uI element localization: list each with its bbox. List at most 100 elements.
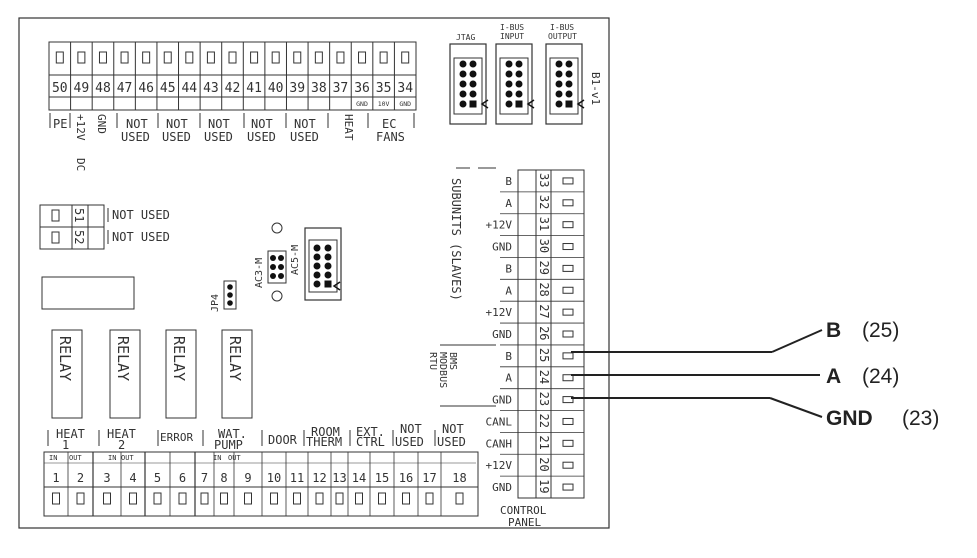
- ext-label-a: EXT.: [356, 425, 385, 439]
- terminal-29: 29: [537, 260, 551, 274]
- bottom-group-labels: HEAT 1 HEAT 2 ERROR WAT. PUMP DOOR ROOM …: [47, 422, 466, 462]
- signal-23: GND: [492, 394, 512, 407]
- terminal-number-45: 45: [160, 81, 176, 96]
- terminal-number-38: 38: [311, 81, 327, 96]
- ibus-output-connector: [545, 43, 583, 125]
- subunits-label: SUBUNITS (SLAVES): [449, 178, 463, 301]
- terminal-screw: [355, 492, 363, 505]
- terminal-2: 2: [77, 471, 84, 485]
- control-panel-label-2: PANEL: [508, 516, 541, 529]
- callout-gnd-signal: GND: [826, 407, 873, 430]
- board-version-label: B1-v1: [589, 72, 602, 105]
- not-used-5a: NOT: [294, 117, 316, 131]
- terminal-20: 20: [537, 457, 551, 471]
- jp4-label: JP4: [210, 294, 221, 312]
- terminal-number-49: 49: [74, 81, 90, 96]
- terminal-10: 10: [267, 471, 281, 485]
- terminal-screw: [142, 51, 151, 64]
- ext-label-b: CTRL: [356, 435, 385, 449]
- terminal-screw: [76, 492, 85, 505]
- terminal-screw: [293, 51, 302, 64]
- pe-label: PE: [53, 117, 67, 131]
- heat1-label-b: 1: [62, 438, 69, 452]
- terminal-number-50: 50: [52, 81, 68, 96]
- relay-label: RELAY: [56, 336, 74, 381]
- fans-label: FANS: [376, 130, 405, 144]
- in-label: IN: [213, 454, 221, 462]
- not-used-3a: NOT: [208, 117, 230, 131]
- signal-32: A: [505, 197, 512, 210]
- terminal-24: 24: [537, 370, 551, 384]
- top-connectors: JTAG I-BUS INPUT I-BUS OUTPUT B1-v1: [449, 23, 602, 125]
- callout-b-signal: B: [826, 319, 841, 342]
- terminal-30: 30: [537, 239, 551, 253]
- signal-25: B: [505, 350, 512, 363]
- terminal-screw: [562, 439, 574, 447]
- not-used-4b: USED: [247, 130, 276, 144]
- signal-24: A: [505, 372, 512, 385]
- terminal-number-35: 35: [376, 81, 392, 96]
- terminal-screw: [129, 492, 137, 505]
- terminal-screw: [293, 492, 301, 505]
- heat1-label-a: HEAT: [56, 427, 85, 441]
- terminal-screw: [562, 221, 574, 229]
- terminal-screw: [228, 51, 237, 64]
- signal-31: +12V: [486, 219, 513, 232]
- terminal-screw: [562, 286, 574, 294]
- terminal-screw: [271, 51, 280, 64]
- wat-pump-label-a: WAT.: [218, 427, 247, 441]
- signal-27: +12V: [486, 306, 513, 319]
- relay-label: RELAY: [170, 336, 188, 381]
- terminal-7: 7: [201, 471, 208, 485]
- terminal-sublabel-34: GND: [399, 100, 411, 108]
- terminal-screw: [220, 492, 228, 505]
- terminal-screw: [562, 417, 574, 425]
- left-terminal-block: 51 52 NOT USED NOT USED: [39, 204, 170, 250]
- terminal-screw: [244, 492, 252, 505]
- not-used-7a: NOT: [442, 422, 464, 436]
- out-label: OUT: [228, 454, 241, 462]
- relay-box: [221, 329, 253, 419]
- terminal-screw: [455, 492, 464, 505]
- signal-20: +12V: [486, 459, 513, 472]
- terminal-17: 17: [422, 471, 436, 485]
- terminal-1: 1: [52, 471, 59, 485]
- terminal-sublabel-36: GND: [356, 100, 368, 108]
- callout-b-number: (25): [862, 319, 899, 342]
- terminal-number-43: 43: [203, 81, 219, 96]
- terminal-12: 12: [312, 471, 326, 485]
- not-used-5b: USED: [290, 130, 319, 144]
- not-used-2a: NOT: [166, 117, 188, 131]
- not-used-6a: NOT: [400, 422, 422, 436]
- not-used-1a: NOT: [126, 117, 148, 131]
- room-label-a: ROOM: [311, 425, 340, 439]
- terminal-number-37: 37: [333, 81, 349, 96]
- out-label: OUT: [69, 454, 82, 462]
- relay-box: [51, 329, 83, 419]
- terminal-screw: [206, 51, 215, 64]
- terminal-number-39: 39: [289, 81, 305, 96]
- terminal-screw: [314, 51, 323, 64]
- terminal-16: 16: [399, 471, 413, 485]
- terminal-15: 15: [375, 471, 389, 485]
- terminal-screw: [98, 51, 107, 64]
- terminal-screw: [315, 492, 324, 505]
- jtag-label: JTAG: [456, 33, 475, 42]
- terminal-screw: [378, 492, 386, 505]
- ibus-input-connector: [495, 43, 533, 125]
- control-panel-label-1: CONTROL: [500, 504, 547, 517]
- gnd-label: GND: [95, 114, 108, 134]
- terminal-number-48: 48: [95, 81, 111, 96]
- terminal-13: 13: [332, 471, 346, 485]
- terminal-33: 33: [537, 173, 551, 187]
- terminal-4: 4: [129, 471, 136, 485]
- terminal-screw: [379, 51, 388, 64]
- signal-30: GND: [492, 241, 512, 254]
- terminal-screw: [52, 492, 60, 505]
- terminal-52-label: NOT USED: [112, 230, 170, 244]
- not-used-1b: USED: [121, 130, 150, 144]
